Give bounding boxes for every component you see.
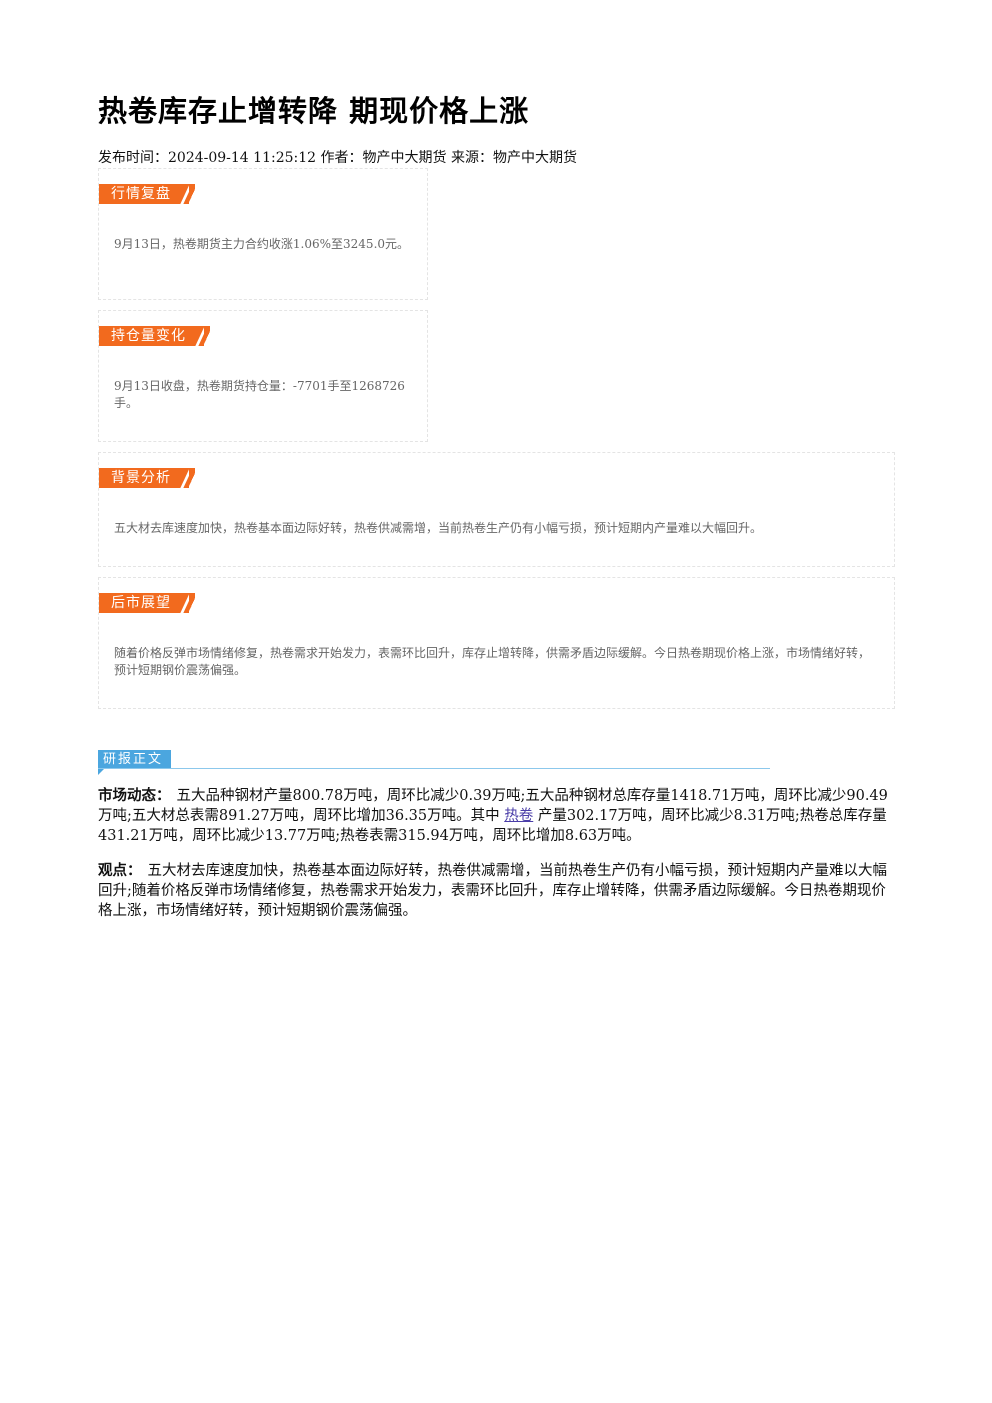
card-tag-label: 持仓量变化 [111, 328, 186, 344]
card-background-analysis: 背景分析 五大材去库速度加快，热卷基本面边际好转，热卷供减需增，当前热卷生产仍有… [98, 452, 895, 567]
card-tag-label: 后市展望 [111, 595, 171, 611]
card-text: 9月13日，热卷期货主力合约收涨1.06%至3245.0元。 [114, 237, 410, 251]
card-outlook: 后市展望 随着价格反弹市场情绪修复，热卷需求开始发力，表需环比回升，库存止增转降… [98, 577, 895, 709]
hot-coil-link[interactable]: 热卷 [504, 808, 534, 824]
card-open-interest: 持仓量变化 9月13日收盘，热卷期货持仓量：-7701手至1268726手。 [98, 310, 428, 442]
section-notch [98, 769, 104, 775]
card-tag: 行情复盘 [99, 184, 195, 204]
card-tag-label: 行情复盘 [111, 186, 171, 202]
section-label-report: 研报正文 [98, 750, 172, 769]
card-text: 五大材去库速度加快，热卷基本面边际好转，热卷供减需增，当前热卷生产仍有小幅亏损，… [114, 521, 763, 535]
tag-stripe [180, 468, 193, 488]
market-dynamics-paragraph: 市场动态：五大品种钢材产量800.78万吨，周环比减少0.39万吨;五大品种钢材… [98, 786, 894, 846]
section-divider [98, 768, 770, 769]
card-tag: 背景分析 [99, 468, 195, 488]
market-text-part2: 产量302.17万吨，周环比减少8.31万吨;热卷总库存量431.21万吨，周环… [98, 808, 887, 844]
market-text-part1: 五大品种钢材产量800.78万吨，周环比减少0.39万吨;五大品种钢材总库存量1… [98, 788, 888, 824]
viewpoint-paragraph: 观点：五大材去库速度加快，热卷基本面边际好转，热卷供减需增，当前热卷生产仍有小幅… [98, 861, 894, 921]
article-title: 热卷库存止增转降 期现价格上涨 [98, 94, 530, 128]
tag-stripe [180, 184, 193, 204]
card-market-review: 行情复盘 9月13日，热卷期货主力合约收涨1.06%至3245.0元。 [98, 168, 428, 300]
card-tag: 后市展望 [99, 593, 195, 613]
card-text: 随着价格反弹市场情绪修复，热卷需求开始发力，表需环比回升，库存止增转降，供需矛盾… [114, 646, 871, 677]
tag-stripe [195, 326, 208, 346]
tag-stripe [180, 593, 193, 613]
card-text: 9月13日收盘，热卷期货持仓量：-7701手至1268726手。 [114, 379, 405, 410]
card-tag: 持仓量变化 [99, 326, 210, 346]
card-tag-label: 背景分析 [111, 470, 171, 486]
article-meta: 发布时间：2024-09-14 11:25:12 作者：物产中大期货 来源：物产… [98, 150, 577, 166]
viewpoint-label: 观点： [98, 863, 142, 879]
market-dynamics-label: 市场动态： [98, 788, 171, 804]
viewpoint-text: 五大材去库速度加快，热卷基本面边际好转，热卷供减需增，当前热卷生产仍有小幅亏损，… [98, 863, 887, 919]
